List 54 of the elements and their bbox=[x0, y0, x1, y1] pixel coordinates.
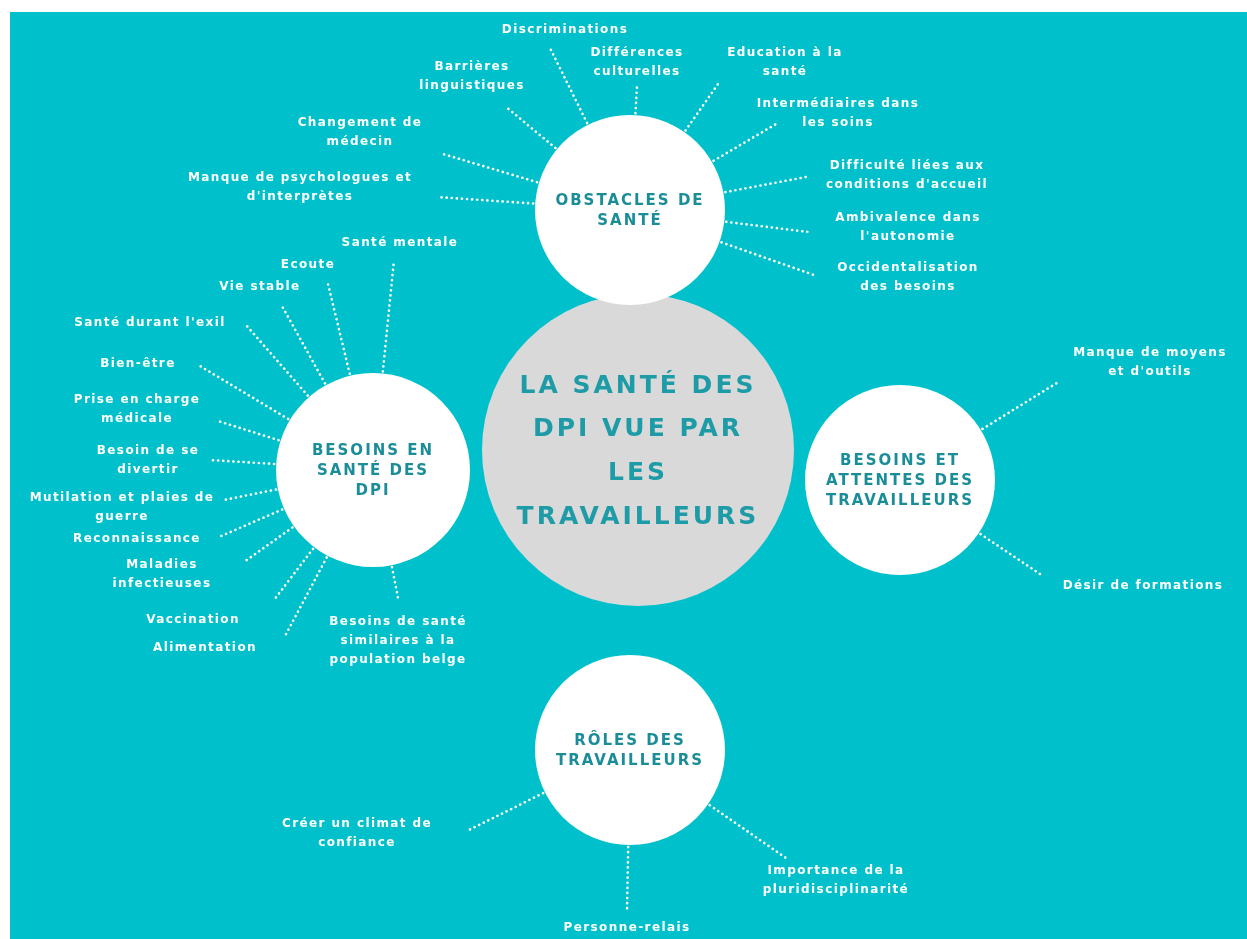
leader-line bbox=[198, 364, 290, 421]
topic-label: Alimentation bbox=[130, 638, 280, 658]
topic-label: Difficulté liées aux conditions d'accueil bbox=[797, 155, 1017, 195]
leader-line bbox=[217, 508, 284, 539]
topic-label: Créer un climat de confiance bbox=[257, 813, 457, 853]
leader-line bbox=[634, 84, 639, 115]
leader-line bbox=[326, 282, 352, 376]
topic-label: Bien-être bbox=[78, 354, 198, 374]
leader-line bbox=[222, 488, 278, 502]
topic-label: Prise en charge médicale bbox=[52, 389, 222, 429]
leader-line bbox=[280, 304, 327, 385]
leader-line bbox=[720, 241, 816, 277]
topic-label: Besoins de santé similaires à la population belge bbox=[308, 612, 488, 670]
leader-line bbox=[979, 532, 1042, 576]
topic-label: Importance de la pluridisciplinarité bbox=[731, 860, 941, 900]
topic-label: Personne-relais bbox=[537, 918, 717, 938]
circle-title: LA SANTÉ DES DPI VUE PAR LES TRAVAILLEURS bbox=[515, 368, 761, 532]
topic-label: Différences culturelles bbox=[572, 42, 702, 82]
topic-label: Manque de psychologues et d'interprètes bbox=[160, 167, 440, 207]
topic-label: Santé durant l'exil bbox=[45, 313, 255, 333]
topic-label: Besoin de se divertir bbox=[93, 440, 203, 480]
topic-label: Education à la santé bbox=[707, 42, 863, 82]
leader-line bbox=[441, 152, 539, 184]
leader-line bbox=[272, 547, 315, 602]
topic-label: Vaccination bbox=[123, 610, 263, 630]
leader-line bbox=[467, 791, 545, 832]
circle-title: BESOINS ET ATTENTES DES TRAVAILLEURS bbox=[824, 449, 976, 511]
leader-line bbox=[216, 419, 280, 442]
leader-line bbox=[684, 82, 720, 132]
leader-line bbox=[724, 220, 810, 234]
topic-label: Vie stable bbox=[200, 277, 320, 297]
leader-line bbox=[242, 526, 294, 564]
topic-label: Barrières linguistiques bbox=[402, 56, 542, 96]
leader-line bbox=[708, 803, 788, 860]
leader-line bbox=[548, 46, 589, 125]
topic-label: Changement de médecin bbox=[285, 112, 435, 152]
topic-label: Manque de moyens et d'outils bbox=[1065, 342, 1235, 382]
topic-label: Discriminations bbox=[465, 20, 665, 40]
topic-label: Désir de formations bbox=[1038, 576, 1247, 596]
circle-title: RÔLES DES TRAVAILLEURS bbox=[554, 729, 706, 771]
topic-label: Mutilation et plaies de guerre bbox=[22, 487, 222, 527]
topic-label: Santé mentale bbox=[310, 233, 490, 253]
leader-line bbox=[244, 323, 310, 397]
topic-label: Reconnaissance bbox=[57, 529, 217, 549]
topic-label: Occidentalisation des besoins bbox=[820, 257, 996, 297]
topic-label: Intermédiaires dans les soins bbox=[745, 93, 931, 133]
circle-title: BESOINS EN SANTÉ DES DPI bbox=[310, 439, 436, 501]
leader-line bbox=[724, 175, 808, 194]
topic-label: Ecoute bbox=[263, 255, 353, 275]
circle-title: OBSTACLES DE SANTÉ bbox=[554, 189, 706, 231]
leader-line bbox=[390, 565, 400, 600]
topic-label: Maladies infectieuses bbox=[92, 554, 232, 594]
leader-line bbox=[712, 122, 778, 163]
topic-label: Ambivalence dans l'autonomie bbox=[815, 207, 1001, 247]
